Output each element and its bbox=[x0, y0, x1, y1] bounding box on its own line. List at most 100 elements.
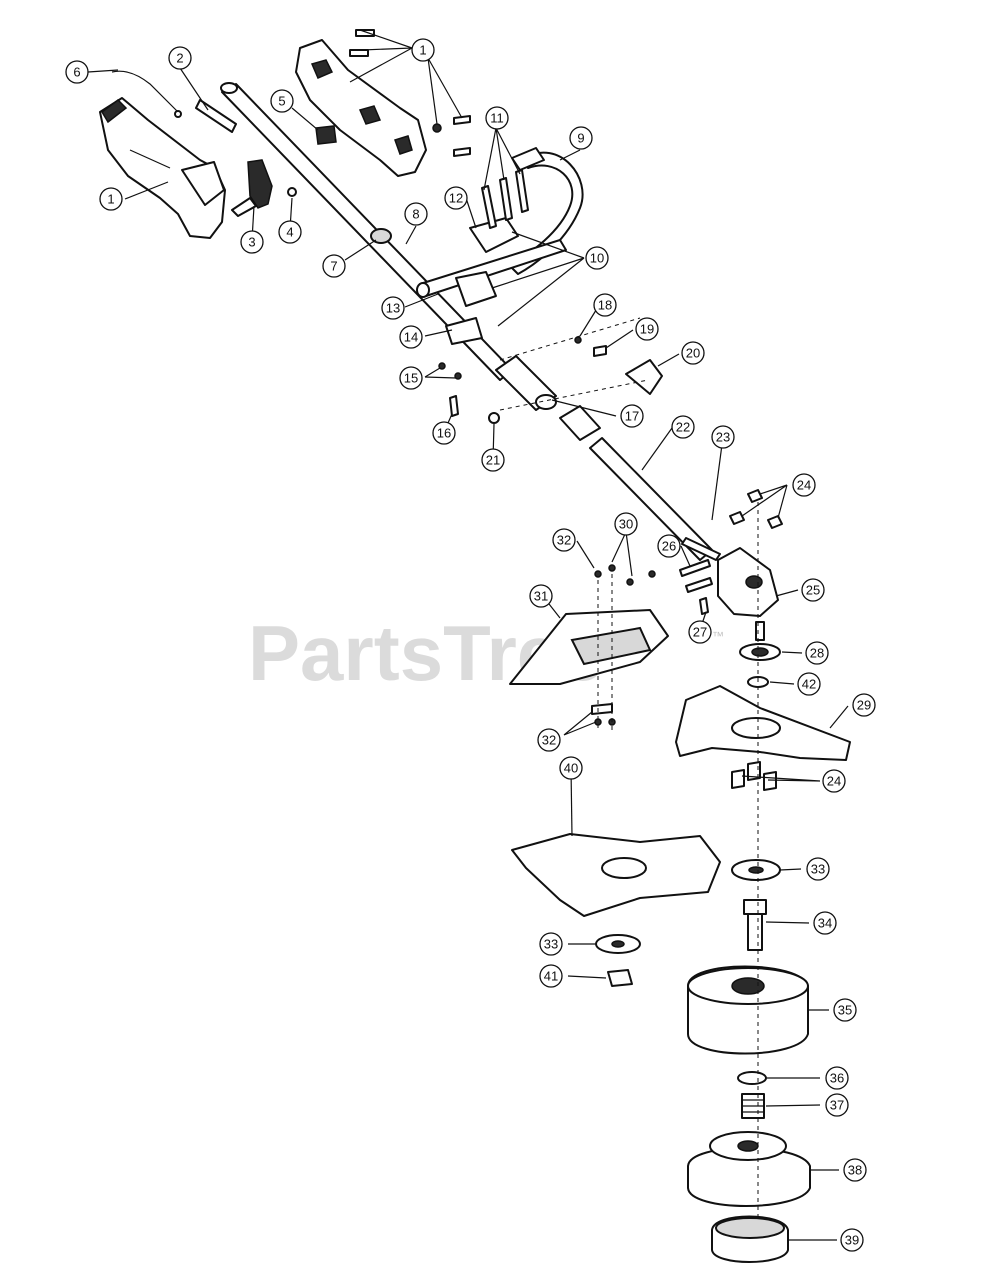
svg-text:37: 37 bbox=[830, 1098, 844, 1113]
callout-27: 27 bbox=[688, 620, 712, 644]
callout-4: 4 bbox=[278, 220, 302, 244]
callout-36: 36 bbox=[825, 1066, 849, 1090]
svg-text:35: 35 bbox=[838, 1003, 852, 1018]
callout-3: 3 bbox=[240, 230, 264, 254]
callout-24: 24 bbox=[792, 473, 816, 497]
callouts: 1 1 2 3 4 5 6 7 8 9 10 11 12 13 14 15 16… bbox=[65, 38, 876, 1252]
stop-switch bbox=[315, 125, 337, 145]
svg-text:23: 23 bbox=[716, 430, 730, 445]
callout-41: 41 bbox=[539, 964, 563, 988]
shield-screws bbox=[591, 564, 656, 726]
svg-text:2: 2 bbox=[176, 51, 183, 66]
callout-38: 38 bbox=[843, 1158, 867, 1182]
callout-42: 42 bbox=[797, 672, 821, 696]
svg-text:21: 21 bbox=[486, 453, 500, 468]
svg-text:14: 14 bbox=[404, 330, 418, 345]
shaft-sleeve bbox=[559, 405, 601, 441]
spool-housing bbox=[687, 965, 809, 1055]
callout-29: 29 bbox=[852, 693, 876, 717]
callout-22: 22 bbox=[671, 415, 695, 439]
adapter-plate-upper bbox=[731, 859, 781, 881]
svg-text:10: 10 bbox=[590, 251, 604, 266]
callout-14: 14 bbox=[399, 325, 423, 349]
callout-5: 5 bbox=[270, 89, 294, 113]
svg-text:6: 6 bbox=[73, 65, 80, 80]
callout-33: 33 bbox=[539, 932, 563, 956]
throttle-rod bbox=[195, 99, 237, 133]
svg-text:15: 15 bbox=[404, 371, 418, 386]
svg-text:32: 32 bbox=[557, 533, 571, 548]
svg-text:33: 33 bbox=[544, 937, 558, 952]
svg-text:18: 18 bbox=[598, 298, 612, 313]
throttle-cable bbox=[111, 70, 182, 118]
callout-15: 15 bbox=[399, 366, 423, 390]
debris-shield-extension bbox=[509, 609, 669, 685]
svg-text:22: 22 bbox=[676, 420, 690, 435]
callout-39: 39 bbox=[840, 1228, 864, 1252]
svg-text:19: 19 bbox=[640, 322, 654, 337]
spool-washer bbox=[737, 1071, 767, 1085]
trimmer-guard bbox=[675, 685, 851, 761]
clamp-bolts bbox=[481, 169, 529, 229]
callout-20: 20 bbox=[681, 341, 705, 365]
svg-text:40: 40 bbox=[564, 761, 578, 776]
svg-text:12: 12 bbox=[449, 191, 463, 206]
svg-text:17: 17 bbox=[625, 409, 639, 424]
svg-text:42: 42 bbox=[802, 677, 816, 692]
arbor-bolt bbox=[743, 899, 767, 951]
svg-text:1: 1 bbox=[107, 192, 114, 207]
callout-12: 12 bbox=[444, 186, 468, 210]
svg-text:25: 25 bbox=[806, 583, 820, 598]
svg-text:7: 7 bbox=[330, 259, 337, 274]
callout-11: 11 bbox=[485, 106, 509, 130]
callout-32: 32 bbox=[537, 728, 561, 752]
tube-collar bbox=[370, 228, 392, 244]
housing-screws bbox=[349, 29, 471, 157]
callout-13: 13 bbox=[381, 296, 405, 320]
svg-text:41: 41 bbox=[544, 969, 558, 984]
svg-text:8: 8 bbox=[412, 207, 419, 222]
shaft-coupler bbox=[495, 355, 557, 411]
callout-40: 40 bbox=[559, 756, 583, 780]
blade-nut bbox=[607, 969, 633, 987]
guard-bolts bbox=[731, 761, 777, 791]
callout-2: 2 bbox=[168, 46, 192, 70]
svg-text:30: 30 bbox=[619, 517, 633, 532]
assembly-axis-lines bbox=[499, 317, 759, 1220]
callout-6: 6 bbox=[65, 60, 89, 84]
svg-text:5: 5 bbox=[278, 94, 285, 109]
svg-text:11: 11 bbox=[490, 111, 504, 126]
callout-37: 37 bbox=[825, 1093, 849, 1117]
callout-28: 28 bbox=[805, 641, 829, 665]
svg-text:13: 13 bbox=[386, 301, 400, 316]
callout-23: 23 bbox=[711, 425, 735, 449]
svg-text:4: 4 bbox=[286, 225, 293, 240]
bearing bbox=[739, 621, 781, 661]
svg-text:24: 24 bbox=[797, 478, 811, 493]
svg-text:9: 9 bbox=[577, 131, 584, 146]
callout-7: 7 bbox=[322, 254, 346, 278]
trigger-spring bbox=[287, 187, 297, 197]
lower-clamp-hardware bbox=[438, 317, 483, 417]
svg-text:26: 26 bbox=[662, 539, 676, 554]
cutting-blade bbox=[511, 833, 721, 917]
bump-knob bbox=[711, 1215, 789, 1263]
svg-text:27: 27 bbox=[693, 625, 707, 640]
gearhead-screws bbox=[679, 537, 721, 615]
svg-text:36: 36 bbox=[830, 1071, 844, 1086]
gearhead bbox=[717, 547, 779, 617]
callout-18: 18 bbox=[593, 293, 617, 317]
svg-text:3: 3 bbox=[248, 235, 255, 250]
svg-text:38: 38 bbox=[848, 1163, 862, 1178]
svg-text:28: 28 bbox=[810, 646, 824, 661]
svg-text:32: 32 bbox=[542, 733, 556, 748]
trigger bbox=[231, 159, 273, 217]
svg-text:16: 16 bbox=[437, 426, 451, 441]
nuts-upper bbox=[729, 489, 783, 529]
handle-housing-upper bbox=[295, 39, 427, 177]
callout-34: 34 bbox=[813, 911, 837, 935]
callout-1: 1 bbox=[411, 38, 435, 62]
callout-21: 21 bbox=[481, 448, 505, 472]
handle-housing-left bbox=[99, 97, 226, 239]
